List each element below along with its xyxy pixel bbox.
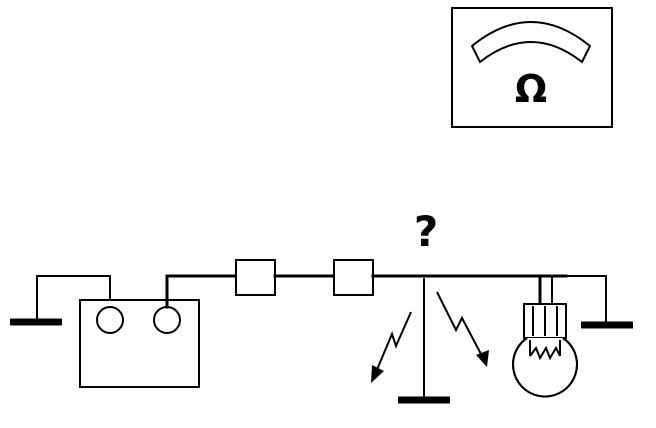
ohmmeter-unit-symbol: Ω	[515, 67, 547, 111]
wire-to-lamp	[371, 274, 542, 307]
ohmmeter-scale-arc	[470, 21, 592, 64]
short-to-ground	[398, 278, 450, 404]
battery-terminal-negative	[96, 306, 124, 334]
left-ground	[10, 275, 111, 326]
battery-terminal-positive	[153, 306, 181, 334]
spark-right-icon	[436, 291, 489, 367]
spark-left-icon	[371, 311, 412, 383]
ohmmeter: Ω	[451, 7, 613, 128]
supply-wire-battery-to-fuse	[165, 274, 238, 309]
right-ground	[566, 275, 633, 329]
left-ground-wire	[36, 275, 111, 322]
battery	[79, 299, 200, 388]
lamp	[512, 303, 578, 398]
right-ground-wire	[566, 275, 607, 324]
fuse-box-1	[235, 259, 276, 296]
fault-question-mark: ?	[414, 207, 438, 256]
lamp-filament	[529, 345, 561, 361]
fuse-box-2	[333, 259, 374, 296]
